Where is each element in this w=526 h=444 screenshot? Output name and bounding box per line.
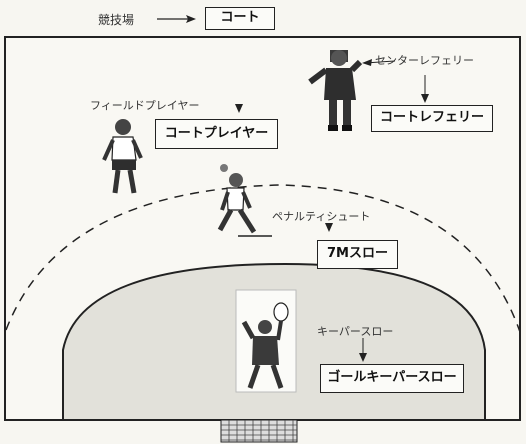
goalkeeper-figure [241, 302, 289, 389]
referee-figure [308, 50, 363, 131]
court-referee-box: コートレフェリー [371, 105, 493, 132]
referee-pointer-head [362, 59, 372, 66]
keeper-throw-arrowhead [359, 353, 367, 362]
venue-arrowhead [186, 15, 196, 23]
field-player-figure [102, 119, 143, 194]
seven-m-throw-box: 7Mスロー [317, 240, 398, 269]
field-player-arrowhead [235, 104, 243, 113]
penalty-shooter-figure [217, 164, 272, 237]
court-player-box: コートプレイヤー [155, 119, 278, 149]
referee-term-arrowhead [421, 94, 429, 103]
field-player-label: フィールドプレイヤー [90, 99, 200, 112]
keeper-throw-label: キーパースロー [317, 325, 394, 338]
penalty-arrowhead [325, 223, 333, 232]
penalty-shot-label: ペナルティシュート [272, 210, 371, 223]
goal-net [221, 420, 297, 442]
venue-label: 競技場 [98, 13, 135, 27]
center-referee-label: センターレフェリー [375, 54, 474, 67]
venue-term-box: コート [205, 7, 275, 30]
free-throw-line [5, 184, 521, 333]
goal [220, 419, 298, 443]
goalkeeper-throw-box: ゴールキーパースロー [320, 364, 464, 393]
